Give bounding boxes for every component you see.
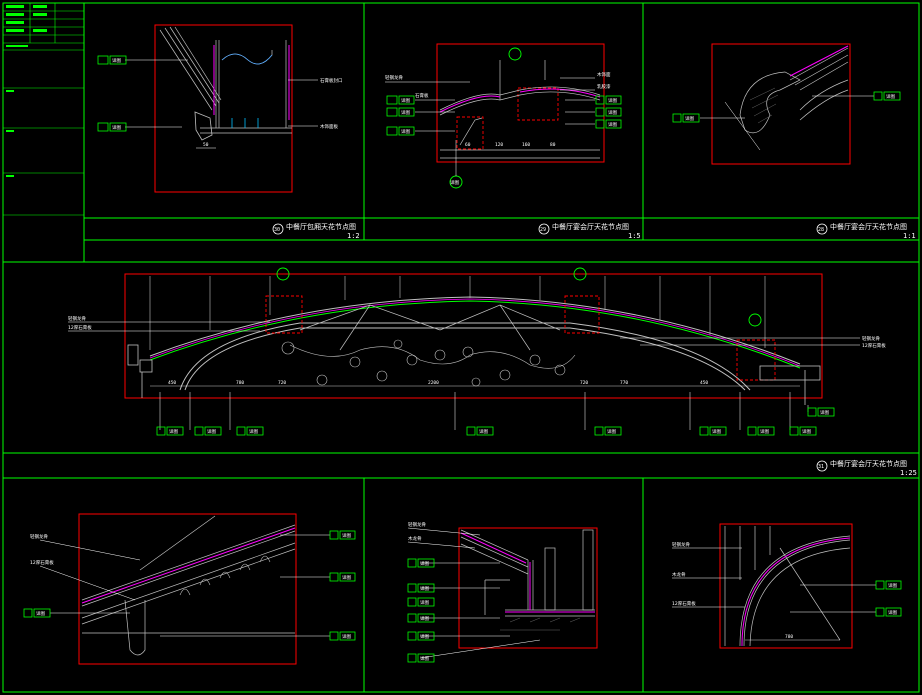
main-tag-6: 详图 [712, 428, 721, 435]
detail-boundary [154, 24, 293, 193]
p3-tag-1: 详图 [685, 115, 694, 122]
p1-tag-1: 详图 [112, 57, 121, 64]
main-dim-4: 2200 [428, 380, 439, 386]
p2-dim-1: 60 [465, 142, 471, 148]
p6-tag-1: 详图 [420, 560, 429, 567]
p6-tag-2: 详图 [420, 585, 429, 592]
p6-tag-4: 详图 [420, 615, 429, 622]
p1-dim: 50 [203, 142, 209, 148]
main-dim-7: 450 [700, 380, 708, 386]
main-tag-4: 详图 [479, 428, 488, 435]
main-title: 中餐厅宴会厅天花节点图 [830, 459, 907, 468]
p2-tag-5: 详图 [608, 109, 617, 116]
main-tag-2: 详图 [207, 428, 216, 435]
main-leader-left-2: 12厚石膏板 [68, 324, 92, 331]
callout-box [456, 116, 484, 150]
callout-box [517, 87, 559, 121]
panel-main-section: 450 780 720 2200 720 770 450 轻钢龙骨 12厚石膏板… [68, 267, 917, 477]
detail-boundary [436, 43, 605, 163]
p5-leader-2: 12厚石膏板 [30, 559, 54, 566]
p1-number: 30 [274, 227, 280, 233]
panel-detail-bottom-right: 780 详图 详图 轻钢龙骨 木龙骨 12厚石膏板 [672, 523, 902, 649]
p7-leader-1: 轻钢龙骨 [672, 541, 690, 548]
main-tag-3: 详图 [249, 428, 258, 435]
p2-scale: 1:5 [628, 232, 641, 240]
main-dim-5: 720 [580, 380, 588, 386]
main-leader-right-2: 12厚石膏板 [862, 342, 886, 349]
main-number: 31 [818, 464, 824, 470]
panel-detail-28: 详图 详图 28 中餐厅宴会厅天花节点图 1:1 [672, 43, 916, 240]
p5-tag-4: 详图 [342, 633, 351, 640]
main-scale: 1:25 [900, 469, 917, 477]
p2-dim-3: 160 [522, 142, 530, 148]
main-tag-1: 详图 [169, 428, 178, 435]
p6-tag-5: 详图 [420, 633, 429, 640]
panel-detail-bottom-left: 详图 详图 详图 详图 轻钢龙骨 12厚石膏板 [23, 513, 356, 665]
p5-tag-2: 详图 [342, 532, 351, 539]
p2-number: 29 [540, 227, 546, 233]
p6-tag-3: 详图 [420, 599, 429, 606]
p2-leader-4: 乳胶漆 [597, 83, 611, 90]
detail-boundary [78, 513, 297, 665]
main-tag-7: 详图 [760, 428, 769, 435]
p3-title: 中餐厅宴会厅天花节点图 [830, 222, 907, 231]
p1-tag-2: 详图 [112, 124, 121, 131]
p1-leader-2: 木饰面板 [320, 123, 338, 130]
p2-tag-1: 详图 [401, 97, 410, 104]
main-dim-6: 770 [620, 380, 628, 386]
main-tag-5: 详图 [607, 428, 616, 435]
p5-tag-1: 详图 [36, 610, 45, 617]
panel-detail-30: 详图 详图 石膏板封口 木饰面板 50 30 中餐厅包厢天花节点图 1:2 [97, 24, 360, 240]
main-tag-8: 详图 [802, 428, 811, 435]
p7-tag-1: 详图 [888, 582, 897, 589]
main-tag-9: 详图 [820, 409, 829, 416]
p2-tag-7: 详图 [450, 179, 459, 186]
p3-scale: 1:1 [903, 232, 916, 240]
main-leader-right-1: 轻钢龙骨 [862, 335, 880, 342]
p1-leader-1: 石膏板封口 [320, 77, 343, 84]
detail-boundary [711, 43, 851, 165]
p3-title-bubble [816, 223, 828, 235]
p2-dim-4: 80 [550, 142, 556, 148]
p2-tag-6: 详图 [608, 121, 617, 128]
p1-title-bubble [272, 223, 284, 235]
main-title-bubble [816, 460, 828, 472]
p2-leader-2: 石膏板 [415, 92, 429, 99]
p5-tag-3: 详图 [342, 574, 351, 581]
detail-boundary [719, 523, 853, 649]
p1-scale: 1:2 [347, 232, 360, 240]
p2-title: 中餐厅宴会厅天花节点图 [552, 222, 629, 231]
p1-title: 中餐厅包厢天花节点图 [286, 222, 356, 231]
p7-leader-2: 木龙骨 [672, 571, 686, 578]
p2-tag-2: 详图 [401, 109, 410, 116]
p7-dim: 780 [785, 634, 793, 640]
title-block [3, 3, 84, 216]
p2-tag-4: 详图 [608, 97, 617, 104]
p5-leader-1: 轻钢龙骨 [30, 533, 48, 540]
panel-detail-bottom-middle: 详图 详图 详图 详图 详图 详图 轻钢龙骨 木龙骨 [407, 521, 598, 663]
p7-leader-3: 12厚石膏板 [672, 600, 696, 607]
panel-detail-29: 详图 详图 详图 详图 详图 详图 详图 轻钢龙骨 石膏板 木饰面 乳胶漆 60… [385, 43, 641, 240]
p2-leader-1: 轻钢龙骨 [385, 74, 403, 81]
p2-leader-3: 木饰面 [597, 71, 611, 78]
p3-number: 28 [818, 227, 824, 233]
p3-tag-2: 详图 [886, 93, 895, 100]
p2-dim-2: 120 [495, 142, 503, 148]
main-dim-1: 450 [168, 380, 176, 386]
main-dim-3: 720 [278, 380, 286, 386]
p6-tag-6: 详图 [420, 655, 429, 662]
section-boundary [124, 273, 823, 399]
main-leader-left-1: 轻钢龙骨 [68, 315, 86, 322]
p2-title-bubble [538, 223, 550, 235]
main-dim-2: 780 [236, 380, 244, 386]
p6-leader-1: 轻钢龙骨 [408, 521, 426, 528]
p6-leader-2: 木龙骨 [408, 535, 422, 542]
p2-tag-3: 详图 [401, 128, 410, 135]
p7-tag-2: 详图 [888, 609, 897, 616]
